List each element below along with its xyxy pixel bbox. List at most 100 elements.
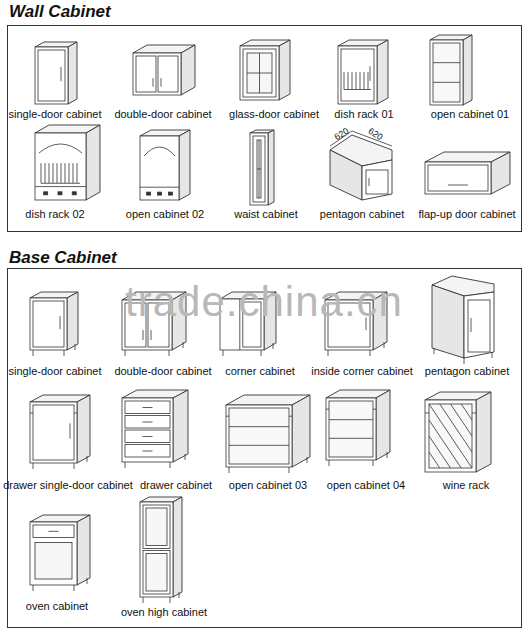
cabinet-name: double-door cabinet <box>114 108 211 121</box>
cabinet-stroke <box>41 163 42 183</box>
cabinet-name: open cabinet 02 <box>126 208 204 221</box>
cabinet-stroke <box>468 300 490 352</box>
cabinet-stroke <box>448 185 468 186</box>
cabinet-stroke <box>39 144 82 153</box>
cabinet-stroke <box>429 436 451 468</box>
cabinet-stroke <box>35 133 86 200</box>
cabinet-stroke <box>122 398 173 462</box>
cabinet-stroke <box>464 292 494 358</box>
cabinet-name: open cabinet 04 <box>327 479 405 492</box>
cabinet-stroke <box>329 419 373 420</box>
cabinet-stroke <box>463 35 472 105</box>
cabinet-stroke <box>35 543 72 579</box>
cabinet-name: open cabinet 03 <box>229 479 307 492</box>
cabinet-stroke <box>30 298 67 350</box>
cabinet-stroke <box>229 426 289 427</box>
cabinet-stroke <box>461 404 472 420</box>
cabinet-stroke <box>179 592 180 598</box>
cabinet-stroke <box>125 430 170 443</box>
cabinet-stroke <box>240 46 279 100</box>
cabinet-stroke <box>292 395 310 467</box>
cabinet-stroke <box>67 292 78 350</box>
cabinet-stroke <box>356 72 357 89</box>
cabinet-stroke <box>229 408 289 464</box>
cabinet-stroke <box>136 56 156 92</box>
cabinet-stroke <box>133 53 181 95</box>
cabinet-stroke <box>74 463 75 469</box>
cabinet-stroke <box>289 467 290 473</box>
cabinet-stroke <box>268 130 274 205</box>
cabinet-stroke <box>45 163 46 183</box>
cabinet-stroke <box>147 192 151 195</box>
cabinet-stroke <box>125 401 170 414</box>
cabinet-stroke <box>425 162 491 194</box>
cabinet-stroke <box>226 405 292 467</box>
cabinet-stroke <box>491 152 510 194</box>
cabinet-stroke <box>476 392 491 472</box>
cabinet-stroke <box>35 47 68 104</box>
cabinet-stroke <box>250 133 268 205</box>
cabinet-stroke <box>30 402 77 463</box>
cabinet-stroke <box>273 343 274 349</box>
cabinet-stroke <box>370 66 371 81</box>
cabinet-name: oven cabinet <box>26 600 88 613</box>
cabinet-name: glass-door cabinet <box>229 108 319 121</box>
cabinet-stroke <box>169 350 170 356</box>
cabinet-stroke <box>73 163 74 183</box>
cabinet-stroke <box>144 147 175 156</box>
cabinet-stroke <box>440 404 472 452</box>
cabinet-name: inside corner cabinet <box>311 365 413 378</box>
cabinet-stroke <box>35 186 86 187</box>
cabinet-stroke <box>384 342 385 348</box>
cabinet-stroke <box>61 67 62 81</box>
cabinet-stroke <box>429 404 472 468</box>
cabinet-stroke <box>471 318 472 332</box>
cabinet-stroke <box>61 163 62 183</box>
cabinet-stroke <box>125 350 126 356</box>
cabinet-stroke <box>140 502 173 597</box>
cabinet-stroke <box>257 140 261 198</box>
cabinet-stroke <box>428 165 488 191</box>
cabinet-name: wine rack <box>443 479 489 492</box>
cabinet-stroke <box>257 169 261 170</box>
cabinet-stroke <box>33 525 74 538</box>
cabinet-stroke <box>181 45 195 95</box>
cabinet-name: oven high cabinet <box>121 606 207 619</box>
cabinet-stroke <box>168 192 172 195</box>
cabinet-stroke <box>387 452 388 458</box>
cabinet-stroke <box>146 554 167 592</box>
cabinet-stroke <box>75 344 76 350</box>
cabinet-stroke <box>434 348 435 354</box>
cabinet-stroke <box>368 72 369 89</box>
cabinet-stroke <box>492 352 493 358</box>
cabinet-stroke <box>72 192 76 195</box>
cabinet-stroke <box>151 330 152 340</box>
cabinet-stroke <box>70 423 71 438</box>
cabinet-stroke <box>33 301 64 347</box>
cabinet-stroke <box>429 452 440 468</box>
cabinet-stroke <box>158 56 178 92</box>
cabinet-stroke <box>87 456 88 462</box>
cabinet-stroke <box>370 350 371 356</box>
cabinet-stroke <box>377 40 388 104</box>
cabinet-stroke <box>143 422 153 423</box>
cabinet-stroke <box>143 597 144 603</box>
section-heading: Wall Cabinet <box>9 2 111 22</box>
cabinet-stroke <box>143 551 170 595</box>
cabinet-stroke <box>329 401 373 457</box>
cabinet-stroke <box>170 597 171 603</box>
cabinet-stroke <box>173 390 188 462</box>
cabinet-stroke <box>430 40 463 105</box>
cabinet-stroke <box>87 578 88 584</box>
cabinet-stroke <box>49 163 50 183</box>
cabinet-name: corner cabinet <box>225 365 295 378</box>
cabinet-stroke <box>125 462 126 468</box>
cabinet-stroke <box>329 460 330 466</box>
cabinet-stroke <box>348 72 349 89</box>
cabinet-stroke <box>433 43 460 102</box>
cabinet-stroke <box>328 350 329 356</box>
cabinet-stroke <box>86 125 100 200</box>
section-heading: Base Cabinet <box>9 248 117 268</box>
cabinet-stroke <box>143 505 170 549</box>
cabinet-stroke <box>373 460 374 466</box>
